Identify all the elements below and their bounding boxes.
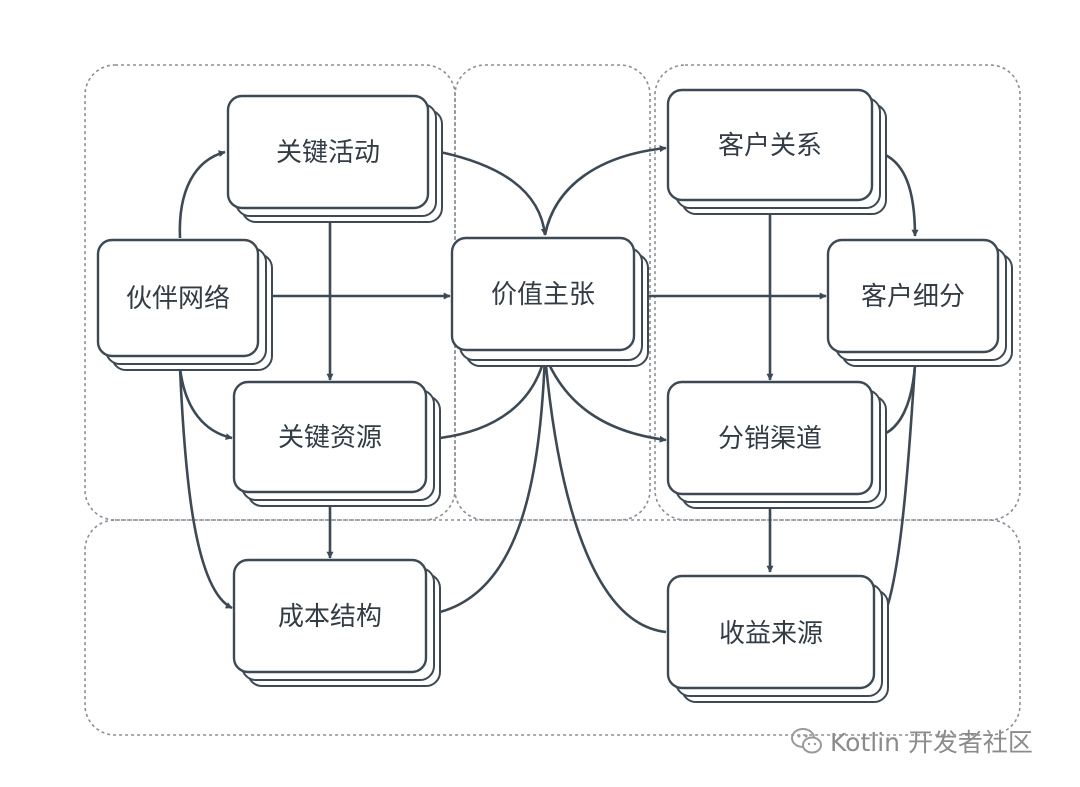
watermark-text: Kotlin 开发者社区 (830, 728, 1033, 757)
node-cost-structure: 成本结构 (232, 558, 441, 687)
node-channels: 分销渠道 (666, 380, 887, 509)
watermark: Kotlin 开发者社区 (790, 723, 1033, 759)
node-label: 伙伴网络 (126, 284, 230, 314)
node-label: 客户关系 (718, 131, 822, 161)
edge-activities-to-value (439, 150, 548, 236)
node-label: 客户细分 (861, 282, 965, 312)
edge-partners-to-activities (178, 150, 226, 239)
edge-value-to-channels (543, 354, 667, 443)
wechat-icon (791, 728, 822, 754)
edge-partners-to-cost (178, 367, 233, 610)
edge-value-to-relationships (543, 145, 667, 236)
node-customer-relationships: 客户关系 (666, 88, 887, 215)
node-value-proposition: 价值主张 (450, 236, 649, 367)
node-partner-network: 伙伴网络 (96, 238, 273, 371)
edge-partners-to-resources (178, 367, 233, 441)
node-label: 分销渠道 (718, 424, 822, 454)
node-key-activities: 关键活动 (226, 94, 443, 223)
region-customer (654, 64, 1021, 521)
node-key-resources: 关键资源 (232, 380, 441, 507)
edge-cost-to-value (439, 354, 547, 614)
region-finance (84, 519, 1021, 736)
node-label: 成本结构 (278, 602, 382, 632)
node-label: 收益来源 (719, 619, 823, 649)
node-label: 关键活动 (276, 138, 380, 168)
node-label: 价值主张 (491, 280, 595, 310)
edge-revenue-to-value (542, 354, 667, 634)
edges (178, 145, 919, 634)
node-customer-segments: 客户细分 (826, 238, 1013, 367)
node-label: 关键资源 (278, 423, 382, 453)
node-revenue-streams: 收益来源 (666, 574, 889, 703)
edge-resources-to-value (439, 354, 547, 440)
